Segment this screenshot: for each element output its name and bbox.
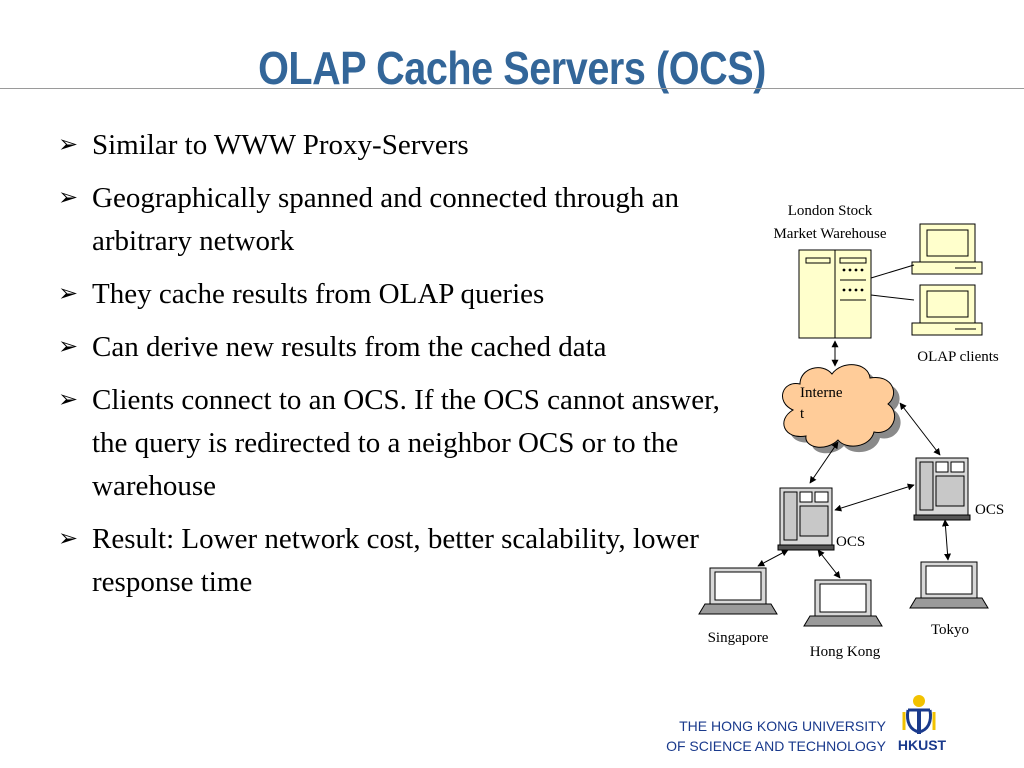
singapore-label: Singapore	[708, 630, 769, 646]
internet-label: Interne	[800, 385, 843, 401]
arrow-bullet-icon: ➢	[58, 526, 79, 552]
bullet-text: Similar to WWW Proxy-Servers	[92, 129, 469, 161]
bullet-text: Can derive new results from the cached d…	[92, 331, 607, 363]
ocs-server-icon	[913, 457, 971, 521]
university-name-line: THE HONG KONG UNIVERSITY	[679, 718, 886, 734]
hkust-logo-text: HKUST	[898, 737, 947, 753]
laptop-icon	[698, 567, 778, 615]
network-diagram: London Stock Market Warehouse OLAP clien…	[698, 203, 1004, 660]
university-name-line: OF SCIENCE AND TECHNOLOGY	[666, 738, 886, 754]
bullet-item: ➢ They cache results from OLAP queries	[58, 273, 728, 316]
ocs-client-link	[941, 519, 952, 561]
bullet-item: ➢ Result: Lower network cost, better scal…	[58, 518, 728, 604]
ocs-ocs-link	[834, 483, 915, 512]
arrow-bullet-icon: ➢	[58, 281, 79, 307]
internet-cloud-icon	[782, 364, 901, 454]
internet-label: t	[800, 406, 805, 422]
ocs-client-link	[757, 549, 789, 567]
warehouse-label: London Stock	[788, 203, 873, 219]
bullet-text: Result: Lower network cost, better scala…	[92, 523, 699, 598]
ocs-client-link	[817, 549, 841, 579]
olap-client-monitor-icon	[911, 223, 983, 275]
internet-ocs-link	[809, 441, 839, 484]
arrow-bullet-icon: ➢	[58, 132, 79, 158]
ocs-label: OCS	[836, 534, 865, 550]
tokyo-label: Tokyo	[931, 622, 969, 638]
hong-kong-label: Hong Kong	[810, 644, 881, 660]
arrow-bullet-icon: ➢	[58, 334, 79, 360]
bullet-item: ➢ Clients connect to an OCS. If the OCS c…	[58, 379, 728, 508]
university-name: THE HONG KONG UNIVERSITY OF SCIENCE AND …	[666, 716, 886, 756]
bullet-text: Geographically spanned and connected thr…	[92, 182, 680, 257]
bullet-item: ➢ Geographically spanned and connected th…	[58, 177, 728, 263]
olap-client-monitor-icon	[911, 284, 983, 336]
ocs-server-icon	[777, 487, 835, 551]
bullet-text: They cache results from OLAP queries	[92, 278, 545, 310]
internet-ocs-link	[899, 402, 941, 456]
bullet-item: ➢ Similar to WWW Proxy-Servers	[58, 124, 728, 167]
title-divider	[0, 88, 1024, 89]
client-link	[870, 264, 915, 279]
laptop-icon	[909, 561, 989, 609]
ocs-label: OCS	[975, 502, 1004, 518]
arrow-bullet-icon: ➢	[58, 387, 79, 413]
arrow-bullet-icon: ➢	[58, 185, 79, 211]
bullet-item: ➢ Can derive new results from the cached …	[58, 326, 728, 369]
warehouse-server-icon	[798, 249, 872, 339]
olap-clients-label: OLAP clients	[917, 349, 999, 365]
bullet-list: ➢ Similar to WWW Proxy-Servers ➢ Geographi…	[58, 124, 728, 614]
hkust-logo: HKUST	[898, 695, 947, 753]
laptop-icon	[803, 579, 883, 627]
client-link	[870, 294, 915, 301]
warehouse-label: Market Warehouse	[773, 226, 886, 242]
slide-title: OLAP Cache Servers (OCS)	[258, 42, 766, 94]
bullet-text: Clients connect to an OCS. If the OCS ca…	[92, 384, 720, 502]
